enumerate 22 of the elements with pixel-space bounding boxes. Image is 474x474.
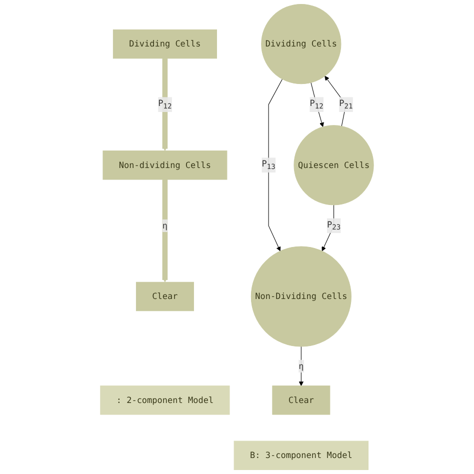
arrow <box>162 180 168 282</box>
node-circle: Quiescen Cells <box>294 125 374 206</box>
edge-label: η <box>162 220 168 230</box>
edge-label: P$_{13}$ <box>262 158 276 172</box>
node-box: Dividing Cells <box>112 29 217 59</box>
arrow <box>298 346 304 386</box>
arrow <box>322 204 334 252</box>
node-box: Clear <box>136 282 194 312</box>
edge-label: P$_{21}$ <box>339 98 353 110</box>
arrow <box>162 58 168 152</box>
edge-label: η <box>298 360 304 371</box>
node-circle: Non-Dividing Cells <box>250 246 352 347</box>
edge-label: P$_{12}$ <box>158 98 172 110</box>
edge-label: P$_{12}$ <box>310 98 324 110</box>
node-box: : 2-component Model <box>100 386 230 415</box>
arrow <box>324 76 346 126</box>
node-box: B: 3-component Model <box>234 440 369 470</box>
node-box: Clear <box>272 386 330 415</box>
edge-label: P$_{23}$ <box>326 219 341 232</box>
node-circle: Dividing Cells <box>261 4 342 84</box>
node-box: Non-dividing Cells <box>102 150 228 180</box>
arrow <box>268 78 283 252</box>
